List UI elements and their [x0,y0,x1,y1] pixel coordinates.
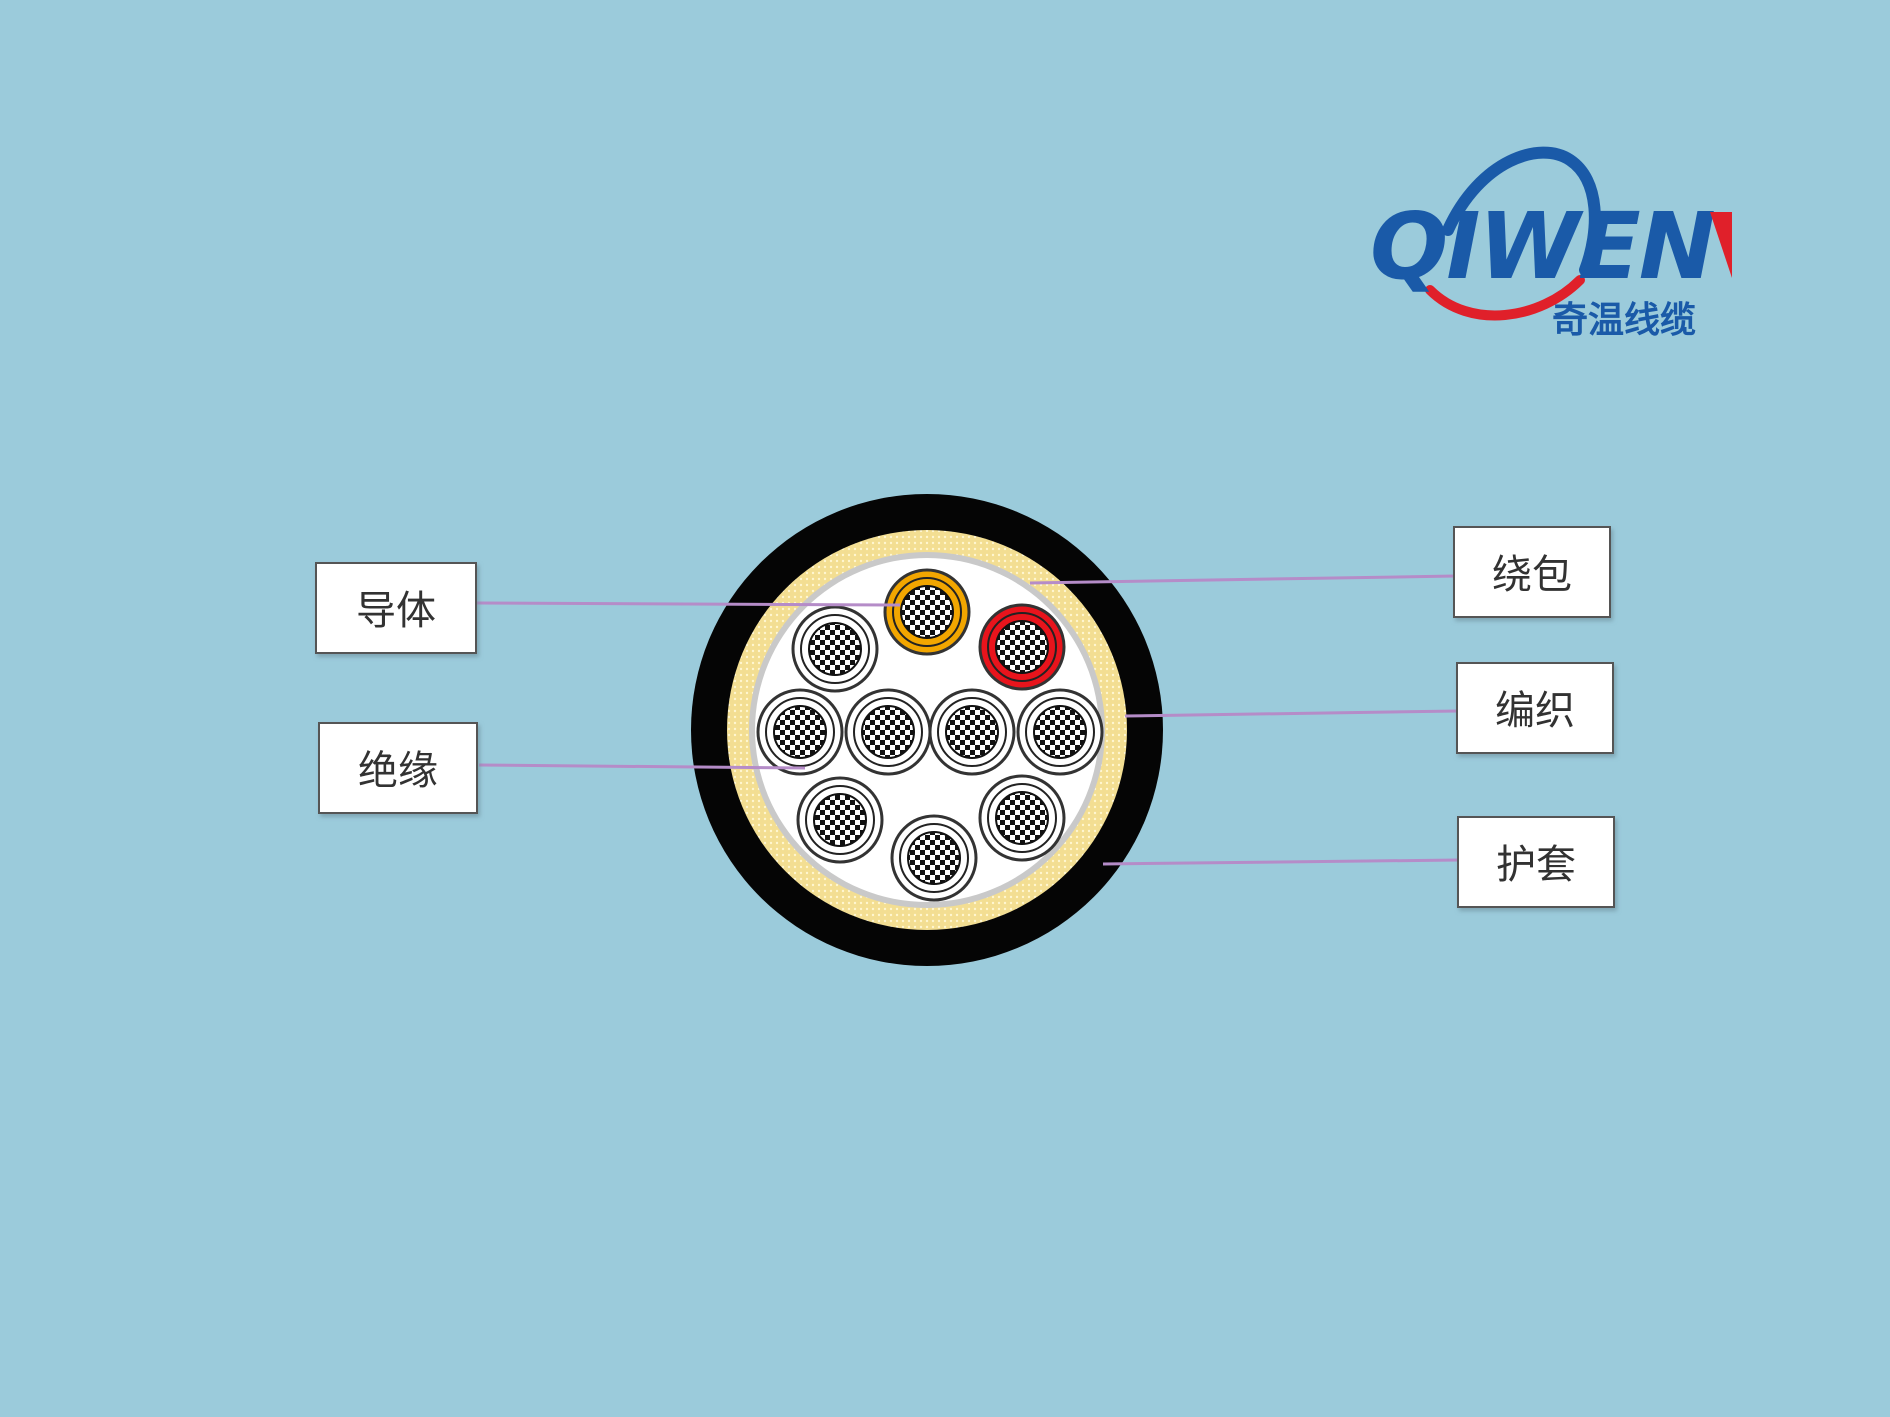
leader-line-sheath [1102,858,1460,866]
cable-core-10 [978,774,1066,862]
core-conductor [813,793,867,847]
label-sheath: 护套 [1457,816,1615,908]
core-insulation-ring [853,697,923,767]
core-insulation-ring [987,783,1057,853]
core-conductor [900,585,954,639]
cable-core-6 [928,688,1016,776]
label-sheath-text: 护套 [1496,842,1576,888]
core-conductor [945,705,999,759]
cable-core-4 [756,688,844,776]
label-wrap-text: 绕包 [1492,552,1572,598]
logo-swoosh-red [1425,275,1585,321]
logo-brand-text: QIWEN [1370,193,1715,300]
label-braid-text: 编织 [1495,688,1575,734]
cable-cores [756,568,1104,902]
leader-line-conductor [476,601,901,607]
core-conductor [995,791,1049,845]
core-insulation-ring [987,612,1057,682]
core-insulation-ring [765,697,835,767]
core-insulation-ring [892,577,962,647]
cable-core-7 [1016,688,1104,776]
core-conductor [995,620,1049,674]
label-conductor-text: 导体 [356,588,436,634]
cable-core-3 [791,605,879,693]
core-insulation-ring [899,823,969,893]
label-conductor: 导体 [315,562,477,654]
leader-line-insulation [478,763,806,770]
logo-red-accent [1710,212,1732,278]
cable-core-8 [796,776,884,864]
core-conductor [861,705,915,759]
leader-lines [476,574,1460,866]
cable-core-5 [844,688,932,776]
qiwen-logo: QIWEN 奇温线缆 [1370,146,1732,341]
core-insulation-ring [805,785,875,855]
cable-core-2 [978,603,1066,691]
leader-line-braid [1124,709,1459,718]
core-conductor [907,831,961,885]
core-insulation-ring [1025,697,1095,767]
logo-swoosh-blue [1442,146,1601,276]
cable-core-1 [883,568,971,656]
label-insulation: 绝缘 [318,722,478,814]
core-insulation-ring [800,614,870,684]
leader-line-wrap [1029,574,1456,585]
core-conductor [1033,705,1087,759]
core-insulation-ring [937,697,1007,767]
core-conductor [808,622,862,676]
cable-core-9 [890,814,978,902]
label-insulation-text: 绝缘 [358,748,438,794]
label-wrap: 绕包 [1453,526,1611,618]
label-braid: 编织 [1456,662,1614,754]
core-conductor [773,705,827,759]
logo-chinese-text: 奇温线缆 [1552,300,1696,341]
